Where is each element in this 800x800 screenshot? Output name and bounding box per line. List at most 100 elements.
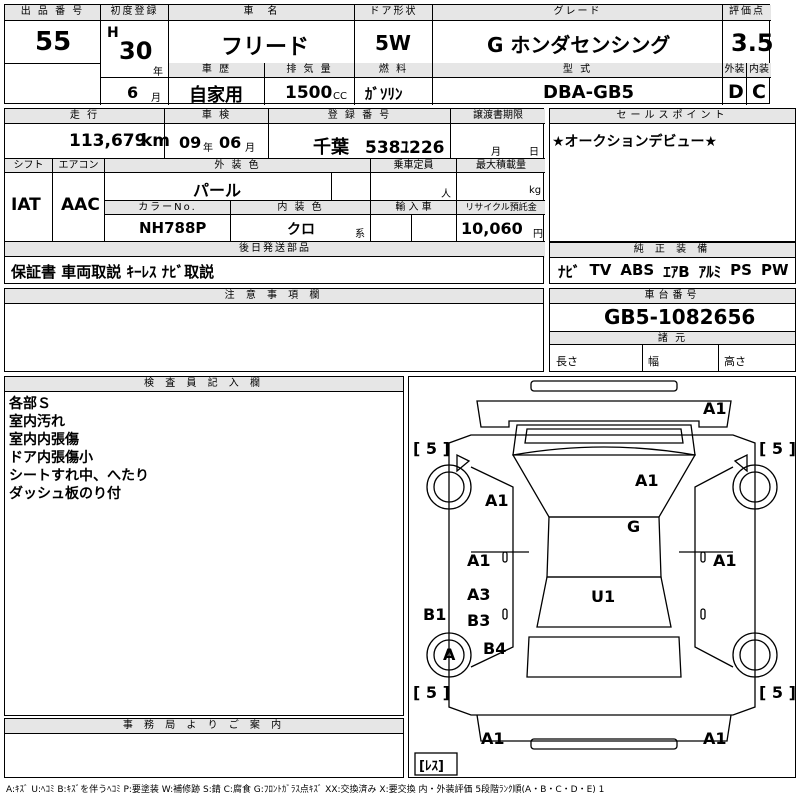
plate-label: 登 録 番 号 xyxy=(269,109,450,124)
score: 3.5 xyxy=(731,29,774,57)
shift-label: シフト xyxy=(5,159,52,173)
later-parts-label: 後日発送部品 xyxy=(5,242,545,258)
inspection-label: 車 検 xyxy=(165,109,268,124)
vehicle-details-block: 走 行 113,679 km 車 検 09 年 06 月 登 録 番 号 千葉 … xyxy=(4,108,545,258)
inspector-label: 検 査 員 記 入 欄 xyxy=(5,377,403,392)
int-label: 内装 xyxy=(747,63,771,78)
equipment-label: 純 正 装 備 xyxy=(550,243,795,258)
legend: A:ｷｽﾞ U:ﾍｺﾐ B:ｷｽﾞを伴うﾍｺﾐ P:要塗装 W:補修跡 S:錆 … xyxy=(6,785,605,795)
height-label: 高さ xyxy=(724,355,746,368)
ext-score: D xyxy=(728,81,744,103)
fuel: ｶﾞｿﾘﾝ xyxy=(365,85,403,103)
sales-point-box: セールスポイント ★オークションデビュー★ xyxy=(549,108,796,242)
mileage-label: 走 行 xyxy=(5,109,164,124)
spec-label: 諸 元 xyxy=(550,331,795,345)
mark-windshield: G xyxy=(627,517,641,536)
lot-no-label: 出 品 番 号 xyxy=(5,5,100,21)
plate-area: 千葉 xyxy=(313,137,349,158)
transfer-month: 月 xyxy=(491,147,501,158)
mark-left-front-door: A1 xyxy=(467,551,491,570)
first-reg-label: 初度登録 xyxy=(101,5,168,21)
mark-left-front-fender: A1 xyxy=(485,491,509,510)
score-label: 評価点 xyxy=(723,5,771,21)
capacity-unit: 人 xyxy=(441,189,451,200)
history-label: 車 歴 xyxy=(169,63,264,78)
remark-line: 各部Ｓ xyxy=(9,396,51,412)
lot-no: 55 xyxy=(35,27,72,57)
insp-month-unit: 月 xyxy=(245,143,255,154)
mark-left-rear-fender: B4 xyxy=(483,639,507,658)
insp-year-unit: 年 xyxy=(203,143,213,154)
tire-depth-rr: [ 5 ] xyxy=(759,683,796,702)
recycle-unit: 円 xyxy=(533,229,543,240)
equipment-list: ﾅﾋﾞ TV ABS ｴｱB ｱﾙﾐ PS PW xyxy=(558,261,789,282)
equipment-item: ABS xyxy=(620,261,655,279)
mark-front-bumper: A1 xyxy=(703,399,727,418)
displacement-unit: CC xyxy=(333,91,347,102)
model: DBA-GB5 xyxy=(543,82,635,103)
spare-tire: [ﾚｽ] xyxy=(419,759,444,774)
displacement: 1500 xyxy=(285,83,333,103)
car-name: フリード xyxy=(221,35,310,60)
equipment-item: ｱﾙﾐ xyxy=(698,263,722,281)
later-parts-value: 保証書 車両取説 ｷｰﾚｽ ﾅﾋﾞ取説 xyxy=(11,263,215,281)
month: 6 xyxy=(127,83,139,102)
tire-depth-fl: [ 5 ] xyxy=(413,439,450,458)
car-outline xyxy=(414,380,778,776)
color-no-label: カラーNo. xyxy=(105,201,230,215)
grade: G ホンダセンシング xyxy=(487,33,671,57)
interior-unit: 系 xyxy=(355,229,365,240)
office-label: 事 務 局 よ り ご 案 内 xyxy=(5,719,403,734)
import-label: 輸 入 車 xyxy=(371,201,456,215)
model-label: 型 式 xyxy=(433,63,722,78)
doors: 5W xyxy=(375,31,411,55)
mark-left-quarter: B1 xyxy=(423,605,447,624)
mark-hood: A1 xyxy=(635,471,659,490)
width-label: 幅 xyxy=(648,355,659,368)
load-label: 最大積載量 xyxy=(457,159,545,173)
car-diagram: [ 5 ] [ 5 ] [ 5 ] [ 5 ] [ﾚｽ] A1 A1 A1 G … xyxy=(408,376,796,778)
color: パール xyxy=(193,181,242,200)
displacement-label: 排 気 量 xyxy=(265,63,354,78)
chassis-label: 車台番号 xyxy=(550,289,795,304)
grade-label: グレード xyxy=(433,5,722,21)
equipment-item: ｴｱB xyxy=(663,263,690,281)
history: 自家用 xyxy=(189,85,243,106)
inspector-remarks: 各部Ｓ 室内汚れ 室内内張傷 ドア内張傷小 シートすれ中、へたり ダッシュ板のり… xyxy=(9,395,149,503)
recycle-label: リサイクル預託金 xyxy=(457,201,545,215)
era: H xyxy=(107,25,119,41)
color-no: NH788P xyxy=(139,219,207,237)
doors-label: ドア形状 xyxy=(355,5,432,21)
load-unit: kg xyxy=(529,185,542,196)
ac: AAC xyxy=(61,195,100,215)
chassis-box: 車台番号 GB5-1082656 諸 元 長さ 幅 高さ xyxy=(549,288,796,372)
shift: IAT xyxy=(11,195,41,215)
notes-label: 注 意 事 項 欄 xyxy=(5,289,543,304)
chassis-number: GB5-1082656 xyxy=(604,305,756,329)
ac-label: エアコン xyxy=(53,159,104,173)
mark-left-rear-wheel: A xyxy=(443,645,456,664)
int-score: C xyxy=(752,81,766,103)
mark-left-rear-door-a3: A3 xyxy=(467,585,491,604)
remark-line: シートすれ中、へたり xyxy=(9,468,149,484)
year-unit: 年 xyxy=(153,67,163,78)
remark-line: ドア内張傷小 xyxy=(9,450,93,466)
month-unit: 月 xyxy=(151,93,161,104)
recycle: 10,060 xyxy=(461,219,523,238)
interior: クロ xyxy=(287,222,315,238)
remark-line: 室内内張傷 xyxy=(9,432,79,448)
capacity-label: 乗車定員 xyxy=(371,159,456,173)
tire-depth-fr: [ 5 ] xyxy=(759,439,796,458)
interior-label: 内 装 色 xyxy=(231,201,370,215)
equipment-item: ﾅﾋﾞ xyxy=(558,263,581,281)
header-block: 出 品 番 号 55 初度登録 H 30 年 6 月 車 名 フリード ドア形状… xyxy=(4,4,774,106)
office-box: 事 務 局 よ り ご 案 内 xyxy=(4,718,404,778)
remark-line: ダッシュ板のり付 xyxy=(9,486,121,502)
notes-box: 注 意 事 項 欄 xyxy=(4,288,544,372)
mileage: 113,679 xyxy=(69,131,147,151)
transfer-day: 日 xyxy=(529,147,539,158)
later-parts-box: 保証書 車両取説 ｷｰﾚｽ ﾅﾋﾞ取説 xyxy=(4,256,544,284)
transfer-label: 譲渡書期限 xyxy=(451,109,545,124)
plate-number: 538ﾕ226 xyxy=(365,138,445,158)
fuel-label: 燃 料 xyxy=(355,63,432,78)
